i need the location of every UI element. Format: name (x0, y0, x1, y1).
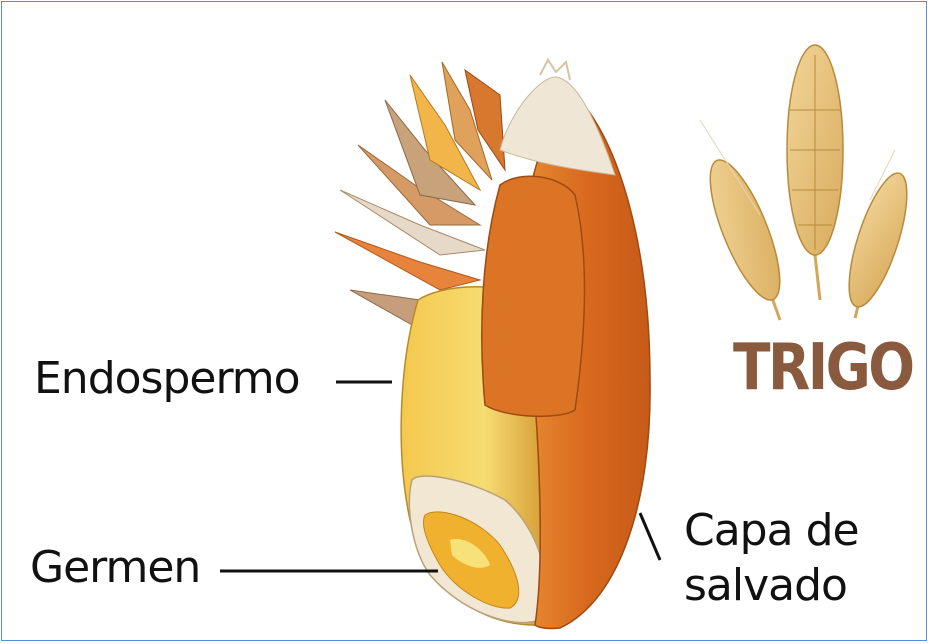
germ-label: Germen (30, 546, 200, 590)
bran-flap (482, 176, 585, 416)
bran-label-line1: Capa de (684, 509, 859, 553)
trigo-title: TRIGO (733, 336, 912, 400)
bran-leader-line (640, 513, 660, 560)
kernel-brush (500, 60, 615, 175)
bran-label-line2: salvado (684, 564, 847, 608)
wheat-ears-icon (697, 45, 919, 320)
endosperm-label: Endospermo (34, 357, 300, 401)
